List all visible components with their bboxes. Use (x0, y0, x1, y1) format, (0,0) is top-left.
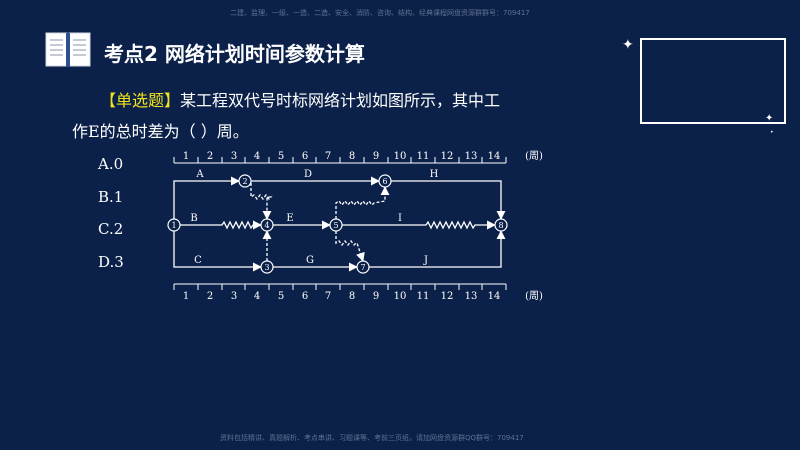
label-a: A (195, 169, 204, 180)
bottom-week-13: 13 (465, 291, 478, 302)
top-week-2: 2 (207, 151, 213, 162)
top-week-11: 11 (417, 151, 430, 162)
label-b: B (190, 213, 197, 224)
bottom-week-12: 12 (441, 291, 454, 302)
arrow-h (391, 180, 506, 220)
question-line-1: 【单选题】某工程双代号时标网络计划如图所示，其中工 (100, 85, 580, 116)
node-3-label: 3 (264, 263, 269, 272)
arrow-c (173, 231, 262, 272)
node-7-label: 7 (360, 263, 365, 272)
label-i: I (398, 213, 402, 224)
node-1-label: 1 (171, 221, 176, 230)
node-8-label: 8 (498, 221, 503, 230)
video-panel (640, 38, 786, 124)
option-c[interactable]: C.2 (98, 220, 124, 238)
top-week-13: 13 (465, 151, 478, 162)
node-2 (238, 174, 252, 188)
arrow-i (342, 220, 496, 230)
bottom-week-11: 11 (417, 291, 430, 302)
top-watermark: 二建、监理、一级、一造、二造、安全、消防、咨询、结构、经典课程网盘资源群群号：7… (230, 9, 530, 17)
top-week-5: 5 (278, 151, 284, 162)
top-week-6: 6 (302, 151, 308, 162)
label-c: C (194, 255, 202, 266)
top-week-9: 9 (373, 151, 379, 162)
arrow-dummy-2-4 (250, 183, 273, 220)
top-time-scale (173, 157, 507, 164)
node-1 (167, 218, 181, 232)
node-4 (260, 218, 274, 232)
sparkle-icon: ✦ (765, 113, 774, 124)
bottom-week-8: 8 (349, 291, 355, 302)
bottom-time-scale (173, 283, 507, 290)
node-3 (260, 260, 274, 274)
node-2-label: 2 (242, 177, 247, 186)
bottom-week-5: 5 (278, 291, 284, 302)
question-text-1: 某工程双代号时标网络计划如图所示，其中工 (180, 91, 501, 110)
option-d[interactable]: D.3 (98, 252, 124, 271)
arrow-b (180, 220, 262, 230)
top-week-10: 10 (394, 151, 407, 162)
bottom-week-4: 4 (254, 291, 260, 302)
bottom-week-10: 10 (394, 291, 407, 302)
bottom-week-1: 1 (183, 291, 189, 302)
top-week-12: 12 (441, 151, 454, 162)
options-list: A.0 B.1 C.2 D.3 (98, 152, 124, 282)
top-week-unit: (周) (525, 150, 543, 162)
label-g: G (306, 255, 314, 266)
arrow-j (369, 230, 506, 268)
top-week-4: 4 (254, 151, 260, 162)
option-b[interactable]: B.1 (98, 187, 124, 206)
network-diagram: 1 2 3 4 5 6 7 8 9 10 11 12 13 14 (周) (167, 150, 543, 302)
node-7 (356, 260, 370, 274)
node-4-label: 4 (264, 221, 269, 230)
label-d: D (304, 169, 312, 180)
arrow-dummy-5-7 (335, 231, 365, 262)
node-8 (494, 218, 508, 232)
top-week-3: 3 (231, 151, 237, 162)
question-text-2: 作E的总时差为（ ）周。 (72, 122, 249, 141)
arrow-dummy-5-6 (335, 186, 390, 219)
bottom-week-unit: (周) (525, 290, 543, 302)
label-h: H (430, 169, 439, 180)
node-6 (378, 174, 392, 188)
top-week-1: 1 (183, 151, 189, 162)
node-5-label: 5 (333, 221, 338, 230)
arrow-a (173, 176, 240, 219)
sparkle-icon: ✦ (622, 37, 634, 53)
sparkle-icon: • (770, 129, 774, 136)
bottom-week-9: 9 (373, 291, 379, 302)
top-week-7: 7 (325, 151, 331, 162)
label-j: J (423, 255, 428, 266)
question: 【单选题】某工程双代号时标网络计划如图所示，其中工 作E的总时差为（ ）周。 (72, 85, 580, 147)
bottom-week-14: 14 (488, 291, 501, 302)
node-6-label: 6 (382, 177, 387, 186)
book-icon (45, 32, 91, 67)
question-type-label: 【单选题】 (100, 91, 181, 110)
option-a[interactable]: A.0 (98, 155, 124, 173)
bottom-watermark: 资料包括精讲、真题解析、考点串讲、习题课等、考前三页纸，请加网盘资源群QQ群号：… (220, 434, 524, 442)
node-5 (329, 218, 343, 232)
bottom-week-7: 7 (325, 291, 331, 302)
bottom-week-2: 2 (207, 291, 213, 302)
top-week-14: 14 (488, 151, 501, 162)
top-week-8: 8 (349, 151, 355, 162)
bottom-week-3: 3 (231, 291, 237, 302)
slide-title: 考点2 网络计划时间参数计算 (104, 42, 365, 66)
label-e: E (286, 213, 293, 224)
bottom-week-6: 6 (302, 291, 308, 302)
